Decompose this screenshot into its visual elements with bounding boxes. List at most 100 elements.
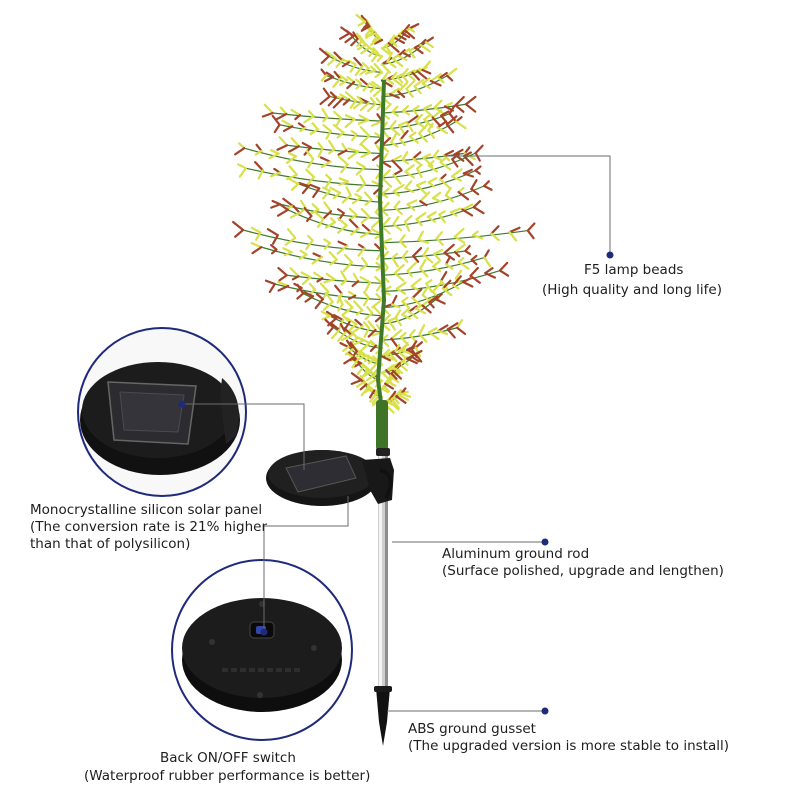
- tree-leaf: [406, 203, 416, 212]
- tree-leaf: [391, 76, 404, 87]
- tree-leaf: [360, 151, 372, 159]
- tree-leaf: [353, 300, 364, 312]
- tree-leaf: [418, 324, 426, 336]
- tree-leaf: [372, 47, 380, 55]
- tree-leaf: [328, 139, 336, 151]
- tree-leaf: [482, 184, 493, 191]
- tree-leaf: [439, 178, 452, 190]
- tree-leaf: [411, 296, 421, 306]
- tree-leaf: [304, 295, 315, 303]
- tree-leaf: [408, 49, 416, 59]
- tree-leaf: [436, 126, 449, 135]
- tree-leaf: [401, 308, 410, 316]
- tree-leaf: [390, 372, 398, 380]
- callout-ground-gusset: ABS ground gusset (The upgraded version …: [408, 721, 729, 755]
- tree-leaf: [347, 59, 357, 66]
- tree-leaf: [341, 194, 352, 204]
- tree-leaf: [275, 112, 288, 121]
- tree-leaf: [270, 243, 278, 251]
- tree-leaf: [389, 87, 400, 96]
- tree-leaf: [322, 189, 331, 200]
- tree-leaf: [340, 334, 353, 342]
- tree-leaf: [273, 123, 281, 134]
- tree-leaf: [328, 148, 336, 155]
- tree-leaf: [344, 117, 356, 129]
- tree-leaf: [332, 77, 342, 88]
- tree-leaf: [365, 69, 377, 75]
- tree-leaf: [428, 301, 435, 309]
- tree-leaf: [277, 284, 290, 292]
- tree-leaf: [291, 275, 300, 281]
- tree-leaf: [361, 223, 372, 233]
- tree-leaf: [359, 174, 367, 185]
- tree-leaf: [498, 261, 509, 272]
- tree-leaf: [441, 287, 453, 297]
- tree-leaf: [303, 114, 315, 124]
- tree-leaf: [389, 353, 398, 362]
- tree-leaf: [322, 115, 329, 123]
- tree-leaf: [264, 279, 276, 286]
- tree-leaf: [380, 176, 393, 188]
- tree-leaf: [368, 49, 375, 58]
- tree-leaf: [412, 254, 420, 263]
- tree-leaf: [380, 187, 390, 196]
- tree-leaf: [312, 187, 321, 199]
- tree-leaf: [393, 263, 405, 275]
- tree-leaf: [432, 265, 442, 273]
- tree-leaf: [298, 181, 310, 188]
- tree-leaf: [389, 120, 397, 129]
- tree-leaf: [369, 344, 377, 353]
- tree-leaf: [484, 267, 494, 275]
- tree-leaf: [375, 282, 384, 292]
- tree-leaf: [380, 193, 389, 199]
- aluminum-ground-rod: [376, 448, 390, 690]
- tree-foliage: [232, 13, 536, 414]
- tree-leaf: [363, 326, 371, 338]
- tree-leaf: [305, 239, 314, 251]
- tree-leaf: [254, 231, 262, 241]
- tree-leaf: [333, 110, 343, 120]
- tree-leaf: [408, 135, 419, 144]
- tree-leaf: [282, 197, 294, 208]
- tree-leaf: [433, 106, 446, 115]
- tree-leaf: [358, 114, 370, 122]
- tree-leaf: [336, 131, 345, 139]
- tree-leaf: [421, 60, 432, 72]
- tree-leaf: [270, 248, 278, 255]
- tree-leaf: [356, 182, 367, 193]
- tree-leaf: [347, 150, 360, 160]
- tree-leaf: [454, 269, 463, 280]
- tree-leaf: [457, 190, 470, 201]
- tree-leaf: [450, 175, 463, 182]
- tree-leaf: [300, 271, 312, 279]
- tree-leaf: [307, 157, 315, 169]
- ground-gusset-title: ABS ground gusset: [408, 721, 536, 737]
- tree-leaf: [474, 151, 481, 162]
- tree-leaf: [352, 272, 360, 283]
- tree-leaf: [359, 126, 371, 137]
- tree-leaf: [426, 215, 437, 223]
- tree-leaf: [453, 235, 466, 244]
- tree-leaf: [335, 59, 344, 68]
- tree-leaf: [351, 196, 363, 205]
- tree-leaf: [454, 104, 465, 113]
- tree-leaf: [472, 200, 482, 209]
- tree-leaf: [349, 63, 357, 73]
- tree-leaf: [392, 396, 400, 405]
- tree-leaf: [415, 184, 428, 196]
- tree-leaf: [406, 69, 416, 76]
- tree-leaf: [279, 106, 288, 116]
- tree-leaf: [432, 248, 444, 256]
- tree-leaf: [386, 51, 394, 63]
- tree-leaf: [373, 38, 384, 45]
- tree-leaf: [311, 256, 323, 265]
- tree-leaf: [380, 348, 391, 358]
- tree-leaf: [406, 269, 413, 278]
- tree-leaf: [250, 242, 263, 249]
- tree-leaf: [414, 353, 423, 363]
- tree-leaf: [318, 47, 331, 58]
- tree-leaf: [435, 231, 443, 240]
- tree-leaf: [400, 392, 412, 398]
- tree-leaf: [321, 108, 329, 119]
- tree-leaf: [359, 67, 370, 76]
